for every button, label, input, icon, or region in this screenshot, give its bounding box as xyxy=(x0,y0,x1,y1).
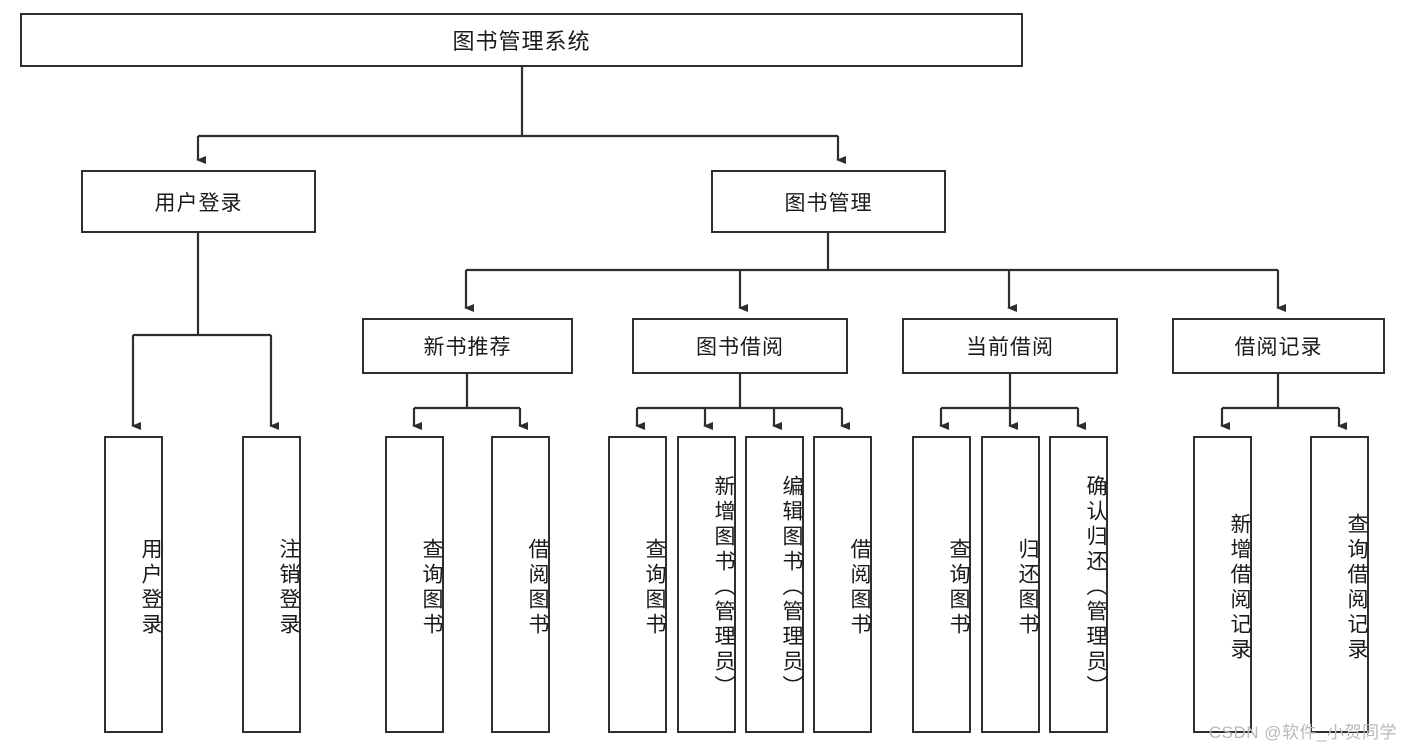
leaf-user-login-logout[interactable]: 注销登录 xyxy=(242,436,301,733)
node-book-borrow[interactable]: 图书借阅 xyxy=(632,318,848,374)
node-borrow-record[interactable]: 借阅记录 xyxy=(1172,318,1385,374)
node-book-management[interactable]: 图书管理 xyxy=(711,170,946,233)
node-user-login[interactable]: 用户登录 xyxy=(81,170,316,233)
leaf-user-login-login[interactable]: 用户登录 xyxy=(104,436,163,733)
node-new-book-recommend[interactable]: 新书推荐 xyxy=(362,318,573,374)
node-root-system[interactable]: 图书管理系统 xyxy=(20,13,1023,67)
leaf-book-borrow-query[interactable]: 查询图书 xyxy=(608,436,667,733)
leaf-borrow-record-add[interactable]: 新增借阅记录 xyxy=(1193,436,1252,733)
leaf-current-borrow-return[interactable]: 归还图书 xyxy=(981,436,1040,733)
leaf-current-borrow-confirm-admin[interactable]: 确认归还（管理员） xyxy=(1049,436,1108,733)
leaf-book-borrow-borrow[interactable]: 借阅图书 xyxy=(813,436,872,733)
leaf-new-book-query[interactable]: 查询图书 xyxy=(385,436,444,733)
csdn-watermark: CSDN @软件_小贺同学 xyxy=(1208,723,1397,742)
leaf-book-borrow-edit-admin[interactable]: 编辑图书（管理员） xyxy=(745,436,804,733)
leaf-new-book-borrow[interactable]: 借阅图书 xyxy=(491,436,550,733)
leaf-book-borrow-add-admin[interactable]: 新增图书（管理员） xyxy=(677,436,736,733)
leaf-borrow-record-query[interactable]: 查询借阅记录 xyxy=(1310,436,1369,733)
leaf-current-borrow-query[interactable]: 查询图书 xyxy=(912,436,971,733)
node-current-borrow[interactable]: 当前借阅 xyxy=(902,318,1118,374)
